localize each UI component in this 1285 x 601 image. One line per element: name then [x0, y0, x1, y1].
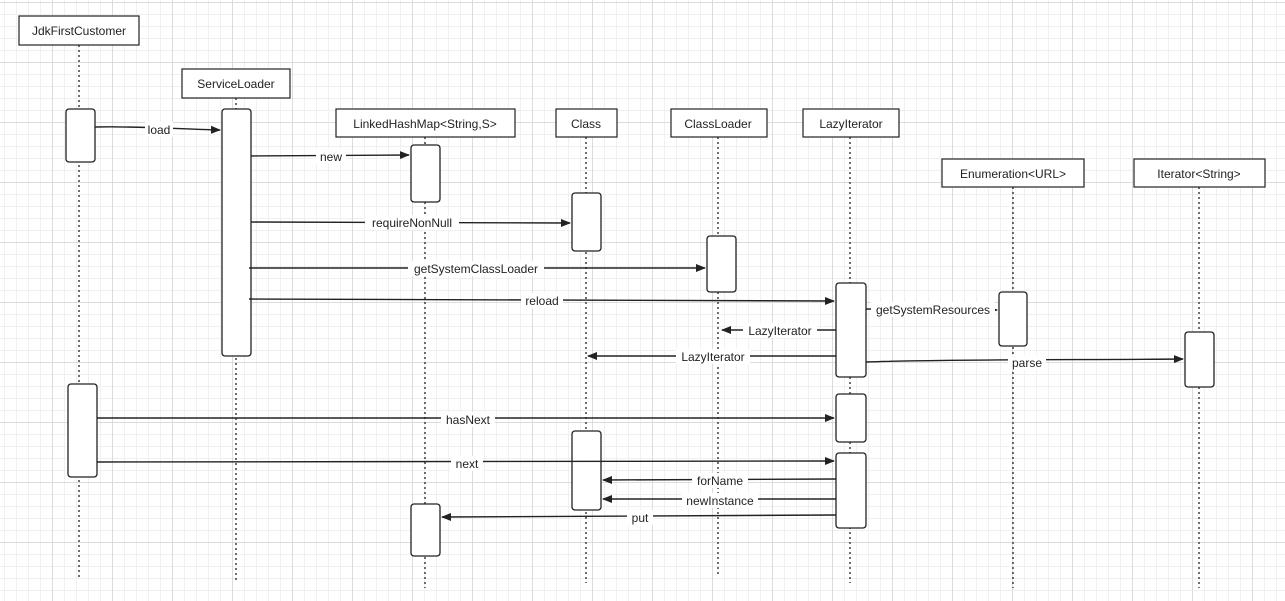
message-label-parse: parse	[1012, 356, 1042, 370]
participant-lazyiterator: LazyIterator	[802, 108, 900, 138]
message-label-forname: forName	[697, 474, 743, 488]
participant-label: Class	[571, 117, 601, 131]
activation-class-1	[571, 192, 602, 252]
message-label-load: load	[148, 123, 171, 137]
participant-label: Iterator<String>	[1157, 167, 1240, 181]
activation-customer-2	[67, 383, 98, 478]
message-label-new: new	[320, 150, 342, 164]
participant-classloader: ClassLoader	[670, 108, 768, 138]
activation-map-2	[410, 503, 441, 557]
participant-linkedhashmap: LinkedHashMap<String,S>	[335, 108, 516, 138]
participant-label: Enumeration<URL>	[960, 167, 1066, 181]
participant-enumeration: Enumeration<URL>	[941, 158, 1085, 188]
message-label-requirenonnull: requireNonNull	[372, 216, 452, 230]
activation-lazyiterator-2	[835, 393, 867, 443]
participant-serviceloader: ServiceLoader	[181, 68, 291, 99]
activation-map-1	[410, 144, 441, 203]
activation-class-2	[571, 430, 602, 511]
activation-enumeration	[998, 291, 1028, 347]
participant-label: ClassLoader	[684, 117, 751, 131]
message-label-getsystemresources: getSystemResources	[876, 303, 990, 317]
message-label-reload: reload	[525, 294, 558, 308]
message-label-getsystemclassloader: getSystemClassLoader	[414, 262, 538, 276]
activation-iterator	[1184, 331, 1215, 388]
message-label-newinstance: newInstance	[686, 494, 754, 508]
message-label-put: put	[632, 511, 649, 525]
activation-lazyiterator-1	[835, 282, 867, 378]
activation-customer-1	[65, 108, 96, 163]
message-label-lazyiterator-1: LazyIterator	[748, 324, 811, 338]
message-label-hasnext: hasNext	[446, 413, 491, 427]
activation-serviceloader	[221, 108, 252, 357]
message-label-lazyiterator-2: LazyIterator	[681, 350, 744, 364]
participant-iterator: Iterator<String>	[1133, 158, 1266, 188]
participant-class: Class	[555, 108, 618, 138]
participant-label: JdkFirstCustomer	[32, 24, 126, 38]
message-label-next: next	[456, 457, 479, 471]
participant-label: ServiceLoader	[197, 77, 274, 91]
activation-classloader	[706, 235, 737, 293]
participant-label: LinkedHashMap<String,S>	[353, 117, 496, 131]
participant-label: LazyIterator	[819, 117, 882, 131]
activation-lazyiterator-3	[835, 452, 867, 529]
participant-jdkfirstcustomer: JdkFirstCustomer	[18, 15, 140, 46]
